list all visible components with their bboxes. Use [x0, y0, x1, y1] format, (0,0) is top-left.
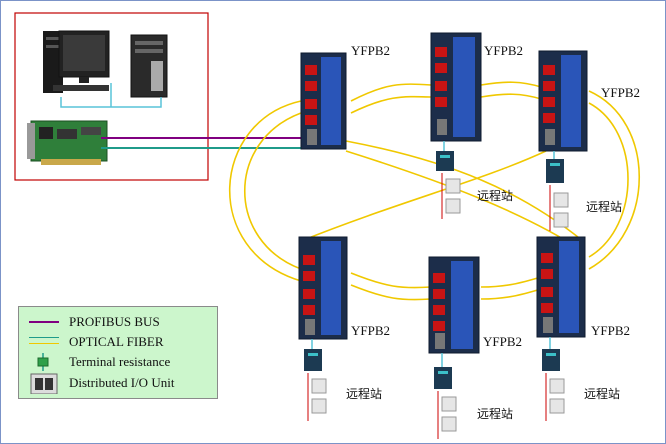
legend-fiber-label: OPTICAL FIBER: [69, 334, 164, 349]
legend: PROFIBUS BUS OPTICAL FIBER Terminal resi…: [18, 306, 218, 399]
converter-5: [428, 256, 480, 354]
converter-label-3: YFPB2: [601, 85, 641, 100]
converter-6: [536, 236, 586, 338]
bus-swatch: [29, 337, 59, 338]
remote-station-label: 远程站: [477, 407, 514, 421]
converter-label-4: YFPB2: [351, 323, 391, 338]
legend-io-unit: Distributed I/O Unit: [19, 373, 217, 394]
legend-terminal-label: Terminal resistance: [69, 354, 171, 369]
converter-2: [430, 32, 482, 142]
master-station-frame: [14, 12, 209, 181]
converter-4: [298, 236, 348, 340]
remote-station-4: [304, 349, 327, 421]
remote-station-label: 远程站: [584, 387, 621, 401]
converter-label-5: YFPB2: [483, 334, 523, 349]
terminal-resistance-icon: [37, 353, 49, 371]
converter-label-2: YFPB2: [484, 43, 524, 58]
legend-fiber: OPTICAL FIBER: [19, 333, 217, 351]
legend-profibus: PROFIBUS BUS: [19, 313, 217, 331]
converter-3: [538, 50, 588, 152]
converter-1: [300, 52, 347, 150]
remote-station-3: [546, 159, 569, 231]
remote-station-label: 远程站: [586, 200, 623, 214]
remote-station-5: [434, 367, 457, 439]
workstation-icon: [43, 30, 110, 93]
remote-station-6: [542, 349, 565, 421]
remote-station-label: 远程站: [346, 387, 383, 401]
converter-label-1: YFPB2: [351, 43, 391, 58]
legend-io-unit-label: Distributed I/O Unit: [69, 375, 175, 390]
remote-station-2: [436, 151, 461, 219]
remote-station-label: 远程站: [477, 189, 514, 203]
fiber-swatch: [29, 343, 59, 344]
profibus-card-icon: [27, 120, 108, 165]
legend-profibus-label: PROFIBUS BUS: [69, 314, 160, 329]
io-unit-icon: [30, 373, 58, 394]
server-icon: [130, 34, 168, 98]
converter-label-6: YFPB2: [591, 323, 631, 338]
profibus-swatch: [29, 321, 59, 323]
fiber-ring: [228, 81, 640, 301]
legend-terminal: Terminal resistance: [19, 353, 217, 371]
